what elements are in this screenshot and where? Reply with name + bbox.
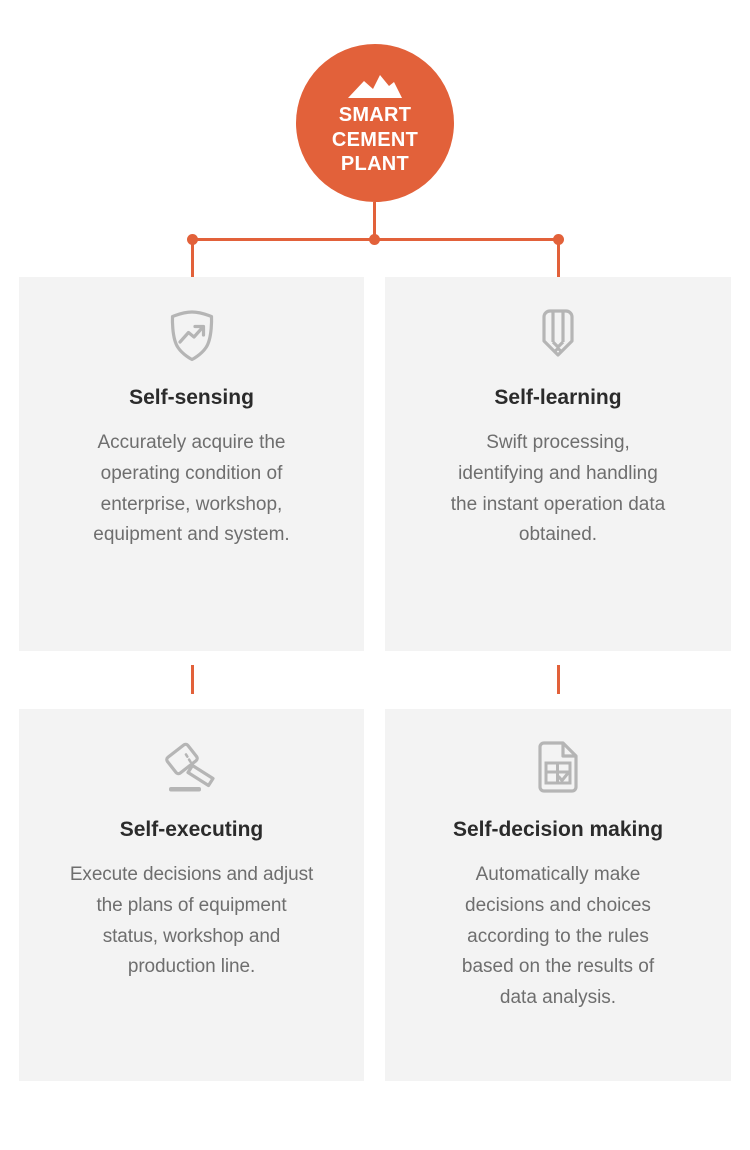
card-description: Swift processing, identifying and handli… xyxy=(450,432,666,546)
card-description: Accurately acquire the operating conditi… xyxy=(93,432,290,546)
card-title: Self-learning xyxy=(494,386,622,409)
card-title: Self-executing xyxy=(119,818,264,841)
pencil-icon xyxy=(401,305,715,367)
connector-hub-stem xyxy=(373,202,376,241)
card-self-learning: Self-learning Swift processing, identify… xyxy=(385,277,731,651)
hub-title: SMART CEMENT PLANT xyxy=(331,104,419,176)
connector-drop-self-learning xyxy=(557,244,560,278)
mountain-icon xyxy=(348,75,402,99)
connector-drop-self-sensing xyxy=(191,244,194,278)
connector-link-self-decision-making xyxy=(557,665,560,694)
connector-dot-center xyxy=(368,233,380,245)
connector-dot-right xyxy=(552,233,564,245)
shield-trend-icon xyxy=(35,305,348,367)
card-description: Execute decisions and adjust the plans o… xyxy=(69,864,314,978)
card-title: Self-decision making xyxy=(452,818,664,841)
hub-node-smart-cement-plant: SMART CEMENT PLANT xyxy=(296,44,454,202)
card-title: Self-sensing xyxy=(129,386,254,409)
card-self-decision-making: Self-decision making Automatically make … xyxy=(385,709,731,1081)
card-self-sensing: Self-sensing Accurately acquire the oper… xyxy=(19,277,364,651)
document-table-check-icon xyxy=(401,737,715,799)
connector-link-self-executing xyxy=(191,665,194,694)
card-description: Automatically make decisions and choices… xyxy=(461,864,655,1009)
card-self-executing: Self-executing Execute decisions and adj… xyxy=(19,709,364,1081)
connector-dot-left xyxy=(186,233,198,245)
gavel-icon xyxy=(35,737,348,799)
